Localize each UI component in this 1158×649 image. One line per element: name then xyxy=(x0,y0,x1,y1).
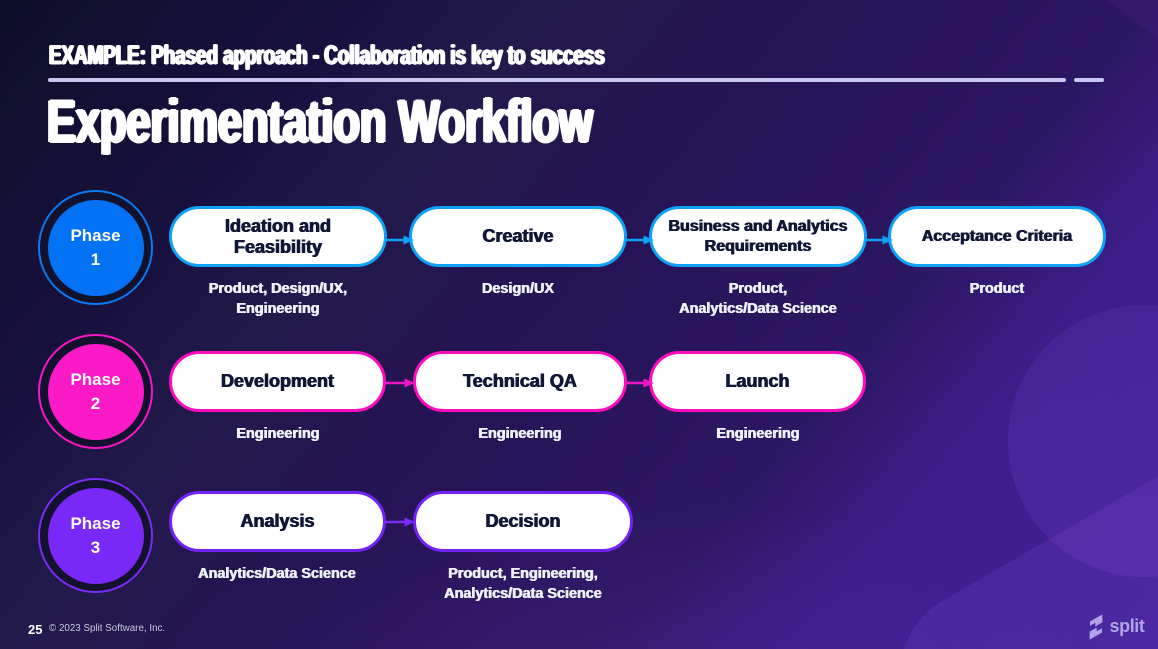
svg-text:split: split xyxy=(1110,616,1145,636)
